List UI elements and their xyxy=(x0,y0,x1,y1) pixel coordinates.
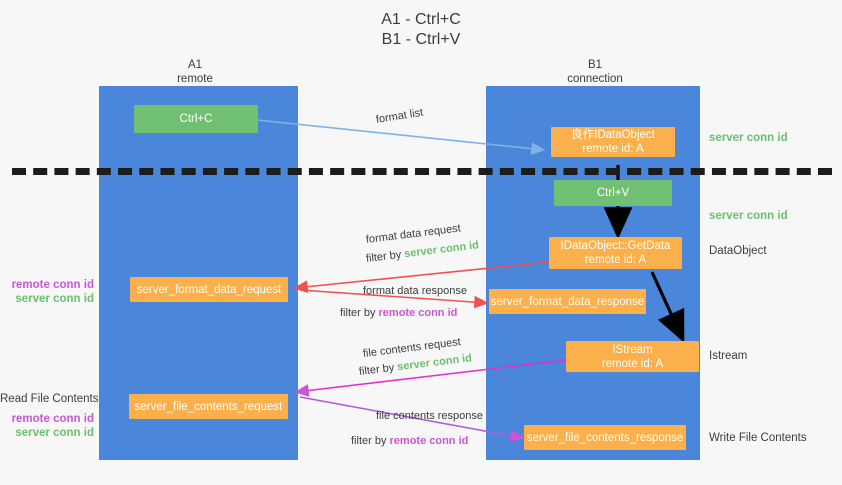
box-ctrl-c-label: Ctrl+C xyxy=(179,113,213,125)
filter-prefix: filter by xyxy=(365,248,405,265)
box-ctrl-v-label: Ctrl+V xyxy=(596,187,630,199)
column-header-b1-role: connection xyxy=(567,73,623,85)
box-idataobject-sub: remote id: A xyxy=(582,143,644,155)
box-getdata[interactable]: IDataObject::GetData remote id: A xyxy=(549,237,682,269)
edge-label-format-list: format list xyxy=(375,106,425,126)
box-istream-sub: remote id: A xyxy=(601,357,664,370)
right-label-server-conn-id-2: server conn id xyxy=(709,210,788,222)
column-header-b1-name: B1 xyxy=(587,59,603,71)
box-getdata-label: IDataObject::GetData xyxy=(560,240,671,252)
box-server-file-contents-response-label: server_file_contents_response xyxy=(526,431,684,444)
box-ctrl-v[interactable]: Ctrl+V xyxy=(554,180,672,206)
box-server-format-data-request-label: server_format_data_request xyxy=(136,283,282,296)
edge-label-file-contents-response: file contents response xyxy=(376,410,484,422)
left-label-server-conn-id-1: server conn id xyxy=(15,293,94,305)
filter-value: server conn id xyxy=(403,239,480,261)
left-label-read-file-contents: Read File Contents xyxy=(0,393,99,405)
box-istream[interactable]: IStream remote id: A xyxy=(566,341,699,372)
box-server-format-data-request[interactable]: server_format_data_request xyxy=(130,277,288,302)
left-label-server-conn-id-2: server conn id xyxy=(15,427,94,439)
box-istream-label: IStream xyxy=(612,343,653,356)
box-server-format-data-response[interactable]: server_format_data_response xyxy=(489,289,646,314)
box-ctrl-c[interactable]: Ctrl+C xyxy=(134,105,258,133)
box-server-file-contents-request[interactable]: server_file_contents_request xyxy=(129,394,288,419)
edge-label-file-contents-response-filter: filter by remote conn id xyxy=(351,434,468,448)
right-label-istream: Istream xyxy=(709,350,748,362)
box-server-file-contents-request-label: server_file_contents_request xyxy=(134,400,283,413)
filter-prefix: filter by xyxy=(351,435,390,447)
edge-label-format-data-response: format data response xyxy=(363,285,467,297)
box-idataobject[interactable]: 良作IDataObject remote id: A xyxy=(551,127,675,157)
box-server-format-data-response-label: server_format_data_response xyxy=(490,295,645,308)
box-idataobject-label: 良作IDataObject xyxy=(571,129,655,141)
left-label-remote-conn-id-2: remote conn id xyxy=(11,413,94,425)
divider-dashed-line xyxy=(12,168,832,175)
edge-label-format-data-response-filter: filter by remote conn id xyxy=(340,306,457,320)
filter-value: remote conn id xyxy=(378,307,458,319)
page-title-line-2: B1 - Ctrl+V xyxy=(381,31,461,48)
filter-value: remote conn id xyxy=(389,435,469,447)
left-label-remote-conn-id-1: remote conn id xyxy=(11,279,94,291)
filter-prefix: filter by xyxy=(358,361,398,378)
box-server-file-contents-response[interactable]: server_file_contents_response xyxy=(524,425,686,450)
page-title-line-1: A1 - Ctrl+C xyxy=(381,11,461,28)
column-header-a1-name: A1 xyxy=(187,59,203,71)
right-label-server-conn-id-1: server conn id xyxy=(709,132,788,144)
box-getdata-sub: remote id: A xyxy=(584,254,647,266)
column-header-b1: B1 connection xyxy=(495,58,695,86)
column-header-a1: A1 remote xyxy=(95,58,295,86)
right-label-dataobject: DataObject xyxy=(709,245,767,257)
right-label-write-file-contents: Write File Contents xyxy=(709,432,807,444)
column-header-a1-role: remote xyxy=(177,73,213,85)
filter-prefix: filter by xyxy=(340,307,379,319)
